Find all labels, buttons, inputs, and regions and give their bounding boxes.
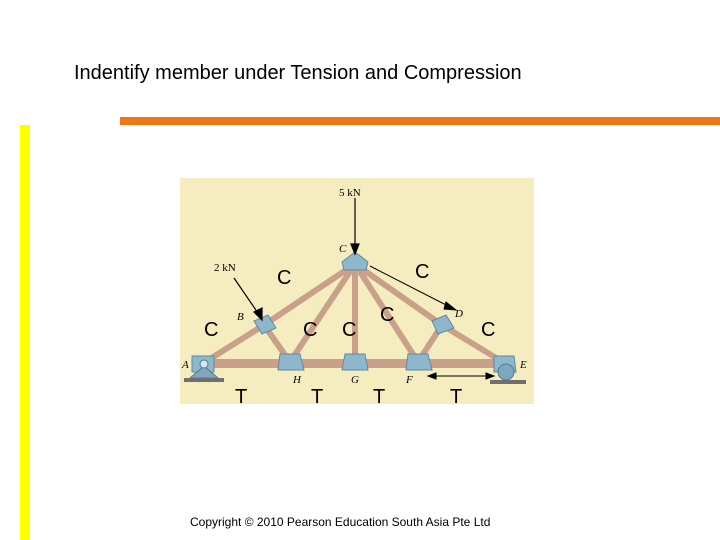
- gusset-B: [253, 314, 277, 335]
- indicator-arrowhead-FE-left: [426, 372, 437, 380]
- member-label-AH: T: [235, 386, 248, 408]
- gusset-F: [405, 353, 433, 371]
- copyright-notice: Copyright © 2010 Pearson Education South…: [190, 515, 491, 529]
- member-label-CG: C: [342, 319, 357, 341]
- node-label-F: F: [405, 374, 413, 386]
- node-label-B: B: [237, 311, 244, 323]
- pin-A: [199, 359, 209, 369]
- member-label-GF: T: [373, 386, 386, 408]
- member-CF: [352, 261, 421, 365]
- accent-bar-horizontal: [120, 117, 720, 125]
- gusset-H: [277, 353, 305, 371]
- member-label-BH: C: [303, 319, 318, 341]
- node-label-D: D: [454, 308, 463, 320]
- load-label-side: 2 kN: [214, 262, 236, 274]
- load-arrowhead-5kN: [350, 243, 360, 256]
- ground-E: [490, 380, 526, 384]
- indicator-arrows: [369, 265, 496, 380]
- load-label-top: 5 kN: [339, 187, 361, 199]
- indicator-arrowhead-CD: [443, 301, 458, 311]
- roller-support-E: [497, 363, 515, 381]
- member-label-HG: T: [311, 386, 324, 408]
- gusset-G: [341, 353, 369, 371]
- gusset-C: [341, 251, 369, 271]
- member-label-BC: C: [277, 267, 292, 289]
- node-label-C: C: [339, 243, 347, 255]
- node-label-A: A: [181, 359, 189, 371]
- load-arrows: [233, 198, 360, 322]
- node-label-E: E: [519, 359, 527, 371]
- node-label-H: H: [292, 374, 302, 386]
- load-arrowhead-2kN: [252, 307, 263, 322]
- member-CD: [352, 261, 445, 328]
- accent-bar-vertical: [20, 125, 30, 540]
- node-label-G: G: [351, 374, 359, 386]
- member-label-FE: T: [450, 386, 463, 408]
- member-CH: [287, 261, 358, 365]
- member-BC: [261, 261, 358, 328]
- member-label-CD: C: [415, 261, 430, 283]
- ground-A: [184, 378, 224, 382]
- member-label-CF: C: [380, 304, 395, 326]
- member-label-AB: C: [204, 319, 219, 341]
- gusset-D: [431, 314, 455, 335]
- load-arrow-2kN: [233, 277, 261, 317]
- indicator-arrowhead-FE-right: [485, 372, 496, 380]
- truss-figure: 5 kN 2 kN C B D A E H G F: [180, 178, 534, 404]
- indicator-arrow-CD: [369, 265, 453, 309]
- truss-drawing: 5 kN 2 kN C B D A E H G F: [180, 178, 534, 404]
- slide-title: Indentify member under Tension and Compr…: [74, 62, 522, 84]
- member-label-DE: C: [481, 319, 496, 341]
